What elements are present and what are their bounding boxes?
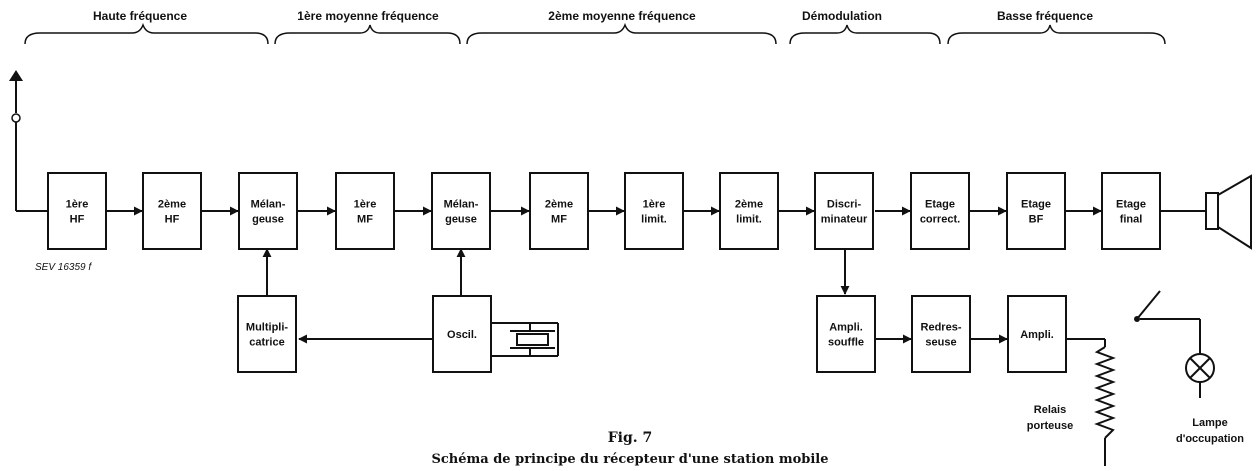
block-disc-frame (814, 172, 874, 250)
block-bfstage-frame (1006, 172, 1066, 250)
block-mf1-label: MF (357, 214, 373, 226)
block-mf2-frame (529, 172, 589, 250)
block-mix1-label: Mélan- (251, 199, 286, 211)
block-hf1-frame (47, 172, 107, 250)
block-corr-label: Etage (925, 199, 955, 211)
block-lim2: 2ème limit. (719, 172, 779, 250)
block-lim2-frame (719, 172, 779, 250)
block-amplsouff-frame (816, 295, 876, 373)
block-mf2-label: MF (551, 214, 567, 226)
section-brace-bf (947, 24, 1166, 45)
block-hf2-frame (142, 172, 202, 250)
block-redr-label: Redres- (921, 322, 962, 334)
block-osc: Oscil. (432, 295, 492, 373)
block-ampli-label: Ampli. (1020, 329, 1054, 341)
block-mix2-label: geuse (445, 214, 477, 226)
section-label-hf: Haute fréquence (93, 9, 187, 23)
block-corr-label: correct. (920, 214, 960, 226)
block-redr-label: seuse (925, 337, 956, 349)
block-mix1-label: geuse (252, 214, 284, 226)
block-mult-label: Multipli- (246, 322, 288, 334)
block-amplsouff: Ampli. souffle (816, 295, 876, 373)
block-bfstage-label: Etage (1021, 199, 1051, 211)
figure-caption: Schéma de principe du récepteur d'une st… (431, 452, 828, 466)
block-osc-frame (432, 295, 492, 373)
block-layer: 1èreHF2èmeHFMélan-geuse1èreMFMélan-geuse… (47, 172, 1161, 373)
relais-label-line1: Relais (1034, 404, 1066, 416)
block-final: Etage final (1101, 172, 1161, 250)
section-brace-demod (789, 24, 941, 45)
block-redr-frame (911, 295, 971, 373)
block-final-label: final (1120, 214, 1143, 226)
block-corr: Etage correct. (910, 172, 970, 250)
block-mult-frame (237, 295, 297, 373)
lamp-icon (1185, 353, 1215, 398)
block-amplsouff-label: souffle (828, 337, 864, 349)
block-redr: Redres-seuse (911, 295, 971, 373)
block-lim2-label: 2ème (735, 199, 763, 211)
block-hf2-label: 2ème (158, 199, 186, 211)
section-label-mf1: 1ère moyenne fréquence (297, 9, 439, 23)
block-mix1: Mélan-geuse (238, 172, 298, 250)
block-mix2: Mélan-geuse (431, 172, 491, 250)
block-lim1-label: 1ère (643, 199, 666, 211)
section-brace-mf2 (466, 22, 777, 45)
speaker-icon (1205, 174, 1252, 250)
block-osc-label: Oscil. (447, 329, 477, 341)
block-disc: Discri-minateur (814, 172, 874, 250)
block-mf2-label: 2ème (545, 199, 573, 211)
block-mix2-label: Mélan- (444, 199, 479, 211)
block-amplsouff-label: Ampli. (829, 322, 863, 334)
oscillator-connections (262, 248, 530, 357)
block-mix2-frame (431, 172, 491, 250)
crystal-icon (510, 322, 559, 357)
carrier-branch-connections (840, 249, 1106, 466)
block-mult-label: catrice (249, 337, 284, 349)
figure-number: Fig. 7 (608, 430, 653, 446)
reference-number: SEV 16359 f (35, 262, 92, 273)
block-corr-frame (910, 172, 970, 250)
block-final-frame (1101, 172, 1161, 250)
block-mult: Multipli-catrice (237, 295, 297, 373)
relay-switch-icon (1134, 290, 1201, 354)
section-label-mf2: 2ème moyenne fréquence (548, 9, 696, 23)
block-final-label: Etage (1116, 199, 1146, 211)
section-brace-mf1 (274, 24, 461, 45)
lampe-label-line2: d'occupation (1176, 433, 1244, 445)
block-bfstage-label: BF (1029, 214, 1044, 226)
relay-coil-icon (1094, 346, 1116, 439)
block-mf1-frame (335, 172, 395, 250)
section-label-bf: Basse fréquence (997, 9, 1093, 23)
block-ampli: Ampli. (1007, 295, 1067, 373)
relais-label-line2: porteuse (1027, 420, 1073, 432)
section-brace-hf (24, 22, 269, 45)
block-disc-label: minateur (821, 214, 868, 226)
block-lim1-label: limit. (641, 214, 667, 226)
section-label-demod: Démodulation (802, 9, 882, 23)
block-hf2-label: HF (165, 214, 180, 226)
block-disc-label: Discri- (827, 199, 862, 211)
block-mix1-frame (238, 172, 298, 250)
lampe-label-line1: Lampe (1192, 417, 1227, 429)
block-hf1-label: 1ère (66, 199, 89, 211)
antenna-icon (9, 70, 23, 211)
block-lim2-label: limit. (736, 214, 762, 226)
block-lim1: 1ère limit. (624, 172, 684, 250)
block-ampli-frame (1007, 295, 1067, 373)
block-mf1-label: 1ère (354, 199, 377, 211)
block-lim1-frame (624, 172, 684, 250)
block-hf1-label: HF (70, 214, 85, 226)
